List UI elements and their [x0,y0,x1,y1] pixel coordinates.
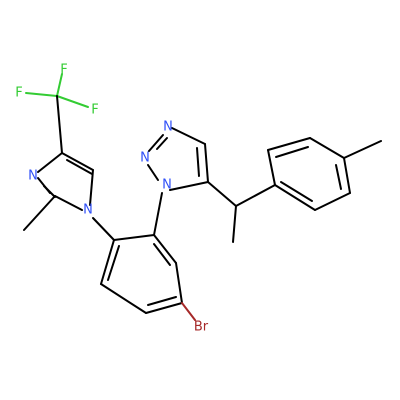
bond-cf3-imidazole [56,95,63,154]
bond-im-n3-c4 [37,152,63,173]
bond-ph-2-3-double [153,243,171,266]
atom-n-imidazole-1-label: N [83,203,93,218]
bond-ph-triazole [153,192,163,236]
bond-tz-n3-c4 [171,127,206,145]
bond-ph-3-4 [175,262,183,304]
atom-n-imidazole-3-label: N [28,169,38,184]
bond-tol-2-3-double [275,146,309,158]
bond-tz-n1-n2 [147,164,159,181]
bond-tol-2-3 [267,137,311,151]
bond-tol-1-2 [267,149,276,186]
atom-br-label: Br [194,320,209,335]
bond-ph-1-2 [113,234,155,241]
bond-ph-4-5-double [147,296,177,306]
bond-ch-tolyl [235,184,276,207]
bond-ch-methyl [232,205,237,243]
atom-f1-label: F [60,63,67,78]
bond-im-c4-c5 [61,152,94,171]
bond-tol-4-5 [343,157,351,194]
bond-tz-n2-n3 [148,134,164,152]
bond-tz-c4-c5-double [196,147,200,177]
bond-c-f2 [25,92,58,97]
bond-ph-6-1 [100,239,115,285]
bond-tol-3-4 [309,137,345,159]
atom-n-triazole-2-label: N [140,151,150,166]
bond-tz-ch [207,181,237,207]
bond-c-f3 [56,95,89,108]
bond-c-br [181,302,196,321]
bond-tol-4-5-double [335,164,342,190]
bond-tz-c4-c5 [204,143,209,183]
bond-im-c5-n1 [89,169,94,206]
bond-tol-6-1 [274,184,316,211]
bond-n-phenyl [92,217,115,241]
bond-tz-c5-n1 [169,181,209,191]
bond-ph-4-5 [145,302,183,314]
bond-im-c4-c5-double [66,159,93,175]
atom-f3-label: F [91,103,98,118]
bond-ph-5-6 [100,283,147,314]
atom-n-triazole-3-label: N [163,120,173,135]
bond-tol-5-6 [314,192,351,211]
bond-c-f1 [56,73,63,97]
bond-im-c2-n3-double [43,185,56,198]
bond-im-n1-c2 [54,195,83,211]
bond-tol-methyl [343,140,382,159]
atom-f2-label: F [15,86,22,101]
atom-n-triazole-1-label: N [162,178,172,193]
bond-tol-6-1-double [280,181,313,202]
bond-ph-6-1-double [107,245,120,281]
bond-im-c2-methyl [23,195,56,231]
bond-tz-n2-n3-double [156,137,168,150]
bond-ph-2-3 [153,234,177,264]
